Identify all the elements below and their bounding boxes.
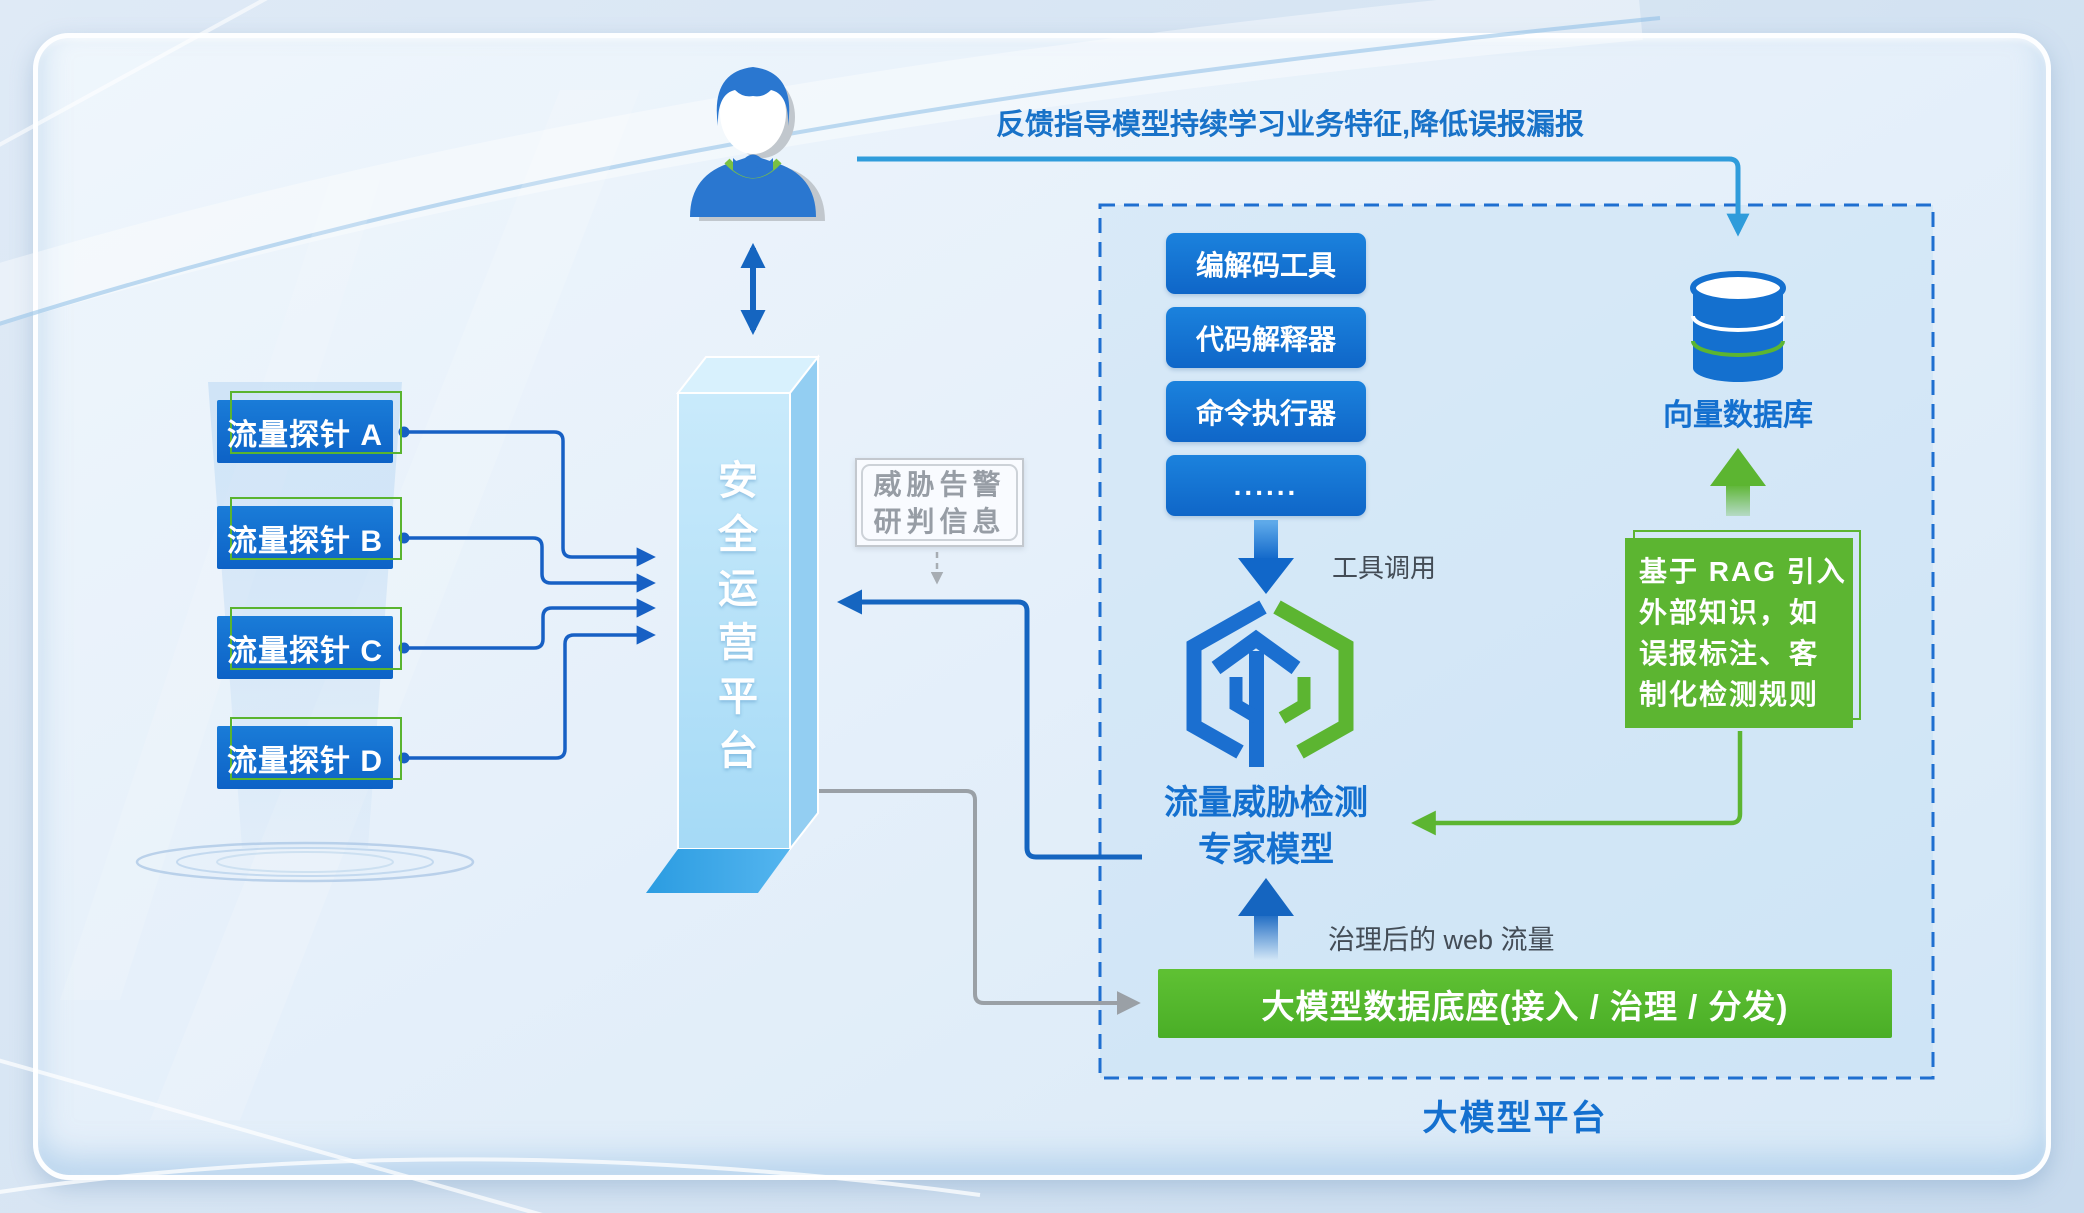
probe-b-box: 流量探针 B — [217, 497, 402, 569]
rag-note-line2: 外部知识，如 — [1639, 597, 1820, 628]
rag-note-line1: 基于 RAG 引入 — [1639, 556, 1847, 587]
threat-alert-label-box: 威胁告警 研判信息 — [855, 458, 1024, 547]
soc-platform-box — [646, 354, 821, 893]
vector-database-icon — [1690, 271, 1786, 382]
tool-executor-label: 命令执行器 — [1195, 397, 1336, 429]
rag-note-line4: 制化检测规则 — [1639, 679, 1820, 710]
rag-note-line3: 误报标注、客 — [1639, 638, 1820, 669]
tool-codec-box: 编解码工具 — [1166, 233, 1366, 294]
probe-connectors — [398, 426, 656, 764]
threat-alert-label-inner: 威胁告警 研判信息 — [861, 464, 1018, 541]
probe-c-connector — [402, 598, 656, 650]
probe-c-box: 流量探针 C — [217, 607, 402, 679]
expert-model-logo — [1186, 600, 1354, 767]
probe-c-label: 流量探针 C — [227, 634, 383, 668]
rag-to-db-arrow — [1710, 448, 1766, 516]
tool-interpreter-box: 代码解释器 — [1166, 307, 1366, 368]
tool-interpreter-label: 代码解释器 — [1195, 323, 1336, 355]
analyst-person-icon — [690, 67, 825, 221]
probe-d-box: 流量探针 D — [217, 717, 402, 789]
governed-traffic-arrow — [1238, 878, 1294, 960]
rag-to-model-connector — [1411, 731, 1743, 836]
tool-more-box: ...... — [1166, 455, 1366, 516]
probe-b-connector — [402, 536, 656, 593]
threat-alert-line1: 威胁告警 — [873, 468, 1006, 500]
tool-executor-box: 命令执行器 — [1166, 381, 1366, 442]
expert-model-title: 流量威胁检测 专家模型 — [1106, 780, 1426, 874]
governed-traffic-label: 治理后的 web 流量 — [1328, 925, 1555, 955]
soc-platform-title: 安全运营平台 — [712, 458, 756, 783]
model-to-soc-connector — [837, 589, 1142, 860]
probe-a-label: 流量探针 A — [227, 418, 383, 452]
tool-codec-label: 编解码工具 — [1195, 249, 1336, 281]
vector-db-label: 向量数据库 — [1663, 399, 1813, 432]
probe-d-connector — [402, 625, 656, 760]
probe-a-connector — [402, 430, 656, 567]
rag-note-box: 基于 RAG 引入 外部知识，如 误报标注、客 制化检测规则 — [1625, 530, 1861, 728]
probe-d-label: 流量探针 D — [227, 744, 383, 778]
feedback-connector — [857, 156, 1750, 237]
expert-model-title-line2: 专家模型 — [1198, 831, 1334, 869]
threat-alert-line2: 研判信息 — [873, 505, 1006, 537]
expert-model-title-line1: 流量威胁检测 — [1164, 784, 1368, 822]
tool-call-label: 工具调用 — [1332, 553, 1437, 583]
soc-to-database-connector — [802, 789, 1141, 1015]
feedback-label: 反馈指导模型持续学习业务特征,降低误报漏报 — [995, 109, 1585, 141]
probe-b-label: 流量探针 B — [227, 524, 383, 558]
llm-platform-caption: 大模型平台 — [1422, 1099, 1608, 1138]
tool-more-label: ...... — [1233, 469, 1299, 501]
data-base-bar: 大模型数据底座(接入 / 治理 / 分发) — [1158, 969, 1892, 1038]
probe-a-box: 流量探针 A — [217, 391, 402, 463]
tool-call-arrow — [1238, 520, 1294, 594]
